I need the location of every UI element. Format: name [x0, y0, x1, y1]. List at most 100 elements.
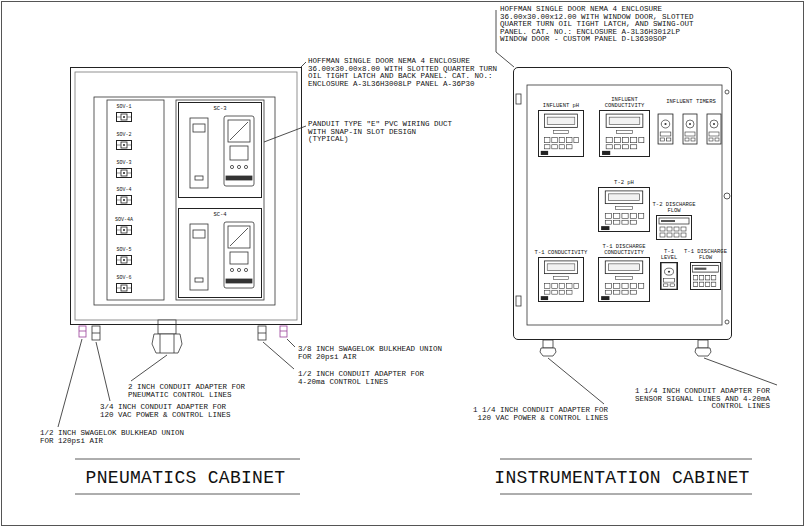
latch — [725, 90, 729, 94]
leader-line — [96, 342, 110, 401]
sc-3-devices — [190, 116, 254, 188]
meter-face — [601, 191, 644, 230]
instrument-tag: T-1 DISCHARGE CONDUCTIVITY — [595, 244, 653, 256]
instrument-meter: INFLUENT CONDUCTIVITY — [599, 110, 650, 157]
solenoid-symbol — [117, 257, 131, 263]
flow-face — [693, 265, 719, 286]
callout-text: 1/2 INCH SWAGELOK BULKHEAD UNION FOR 120… — [40, 430, 190, 445]
wiring-duct — [107, 100, 164, 300]
solenoid-valve: SOV-3 — [116, 168, 132, 178]
callout-text: PANDUIT TYPE "E" PVC WIRING DUCT WITH SN… — [308, 121, 458, 144]
instrument-meter: T-1 DISCHARGE CONDUCTIVITY — [598, 257, 650, 302]
level-face — [661, 263, 677, 289]
solenoid-valve: SOV-5 — [116, 255, 132, 265]
conduit-adapter — [698, 340, 708, 348]
relay-base — [195, 176, 203, 180]
wiring-duct — [176, 100, 264, 300]
callout: PANDUIT TYPE "E" PVC WIRING DUCT WITH SN… — [308, 121, 458, 144]
fitting-detail — [92, 333, 100, 334]
instrument-tag: T-1 CONDUCTIVITY — [533, 250, 589, 256]
valve-tag: SOV-4 — [109, 188, 139, 194]
hinge — [516, 94, 521, 104]
callout: 1 1/4 INCH CONDUIT ADAPTER FOR 120 VAC P… — [470, 407, 608, 422]
instrument-meter: T-1 CONDUCTIVITY — [538, 257, 584, 302]
callout-text: HOFFMAN SINGLE DOOR NEMA 4 ENCLOSURE 36.… — [308, 58, 504, 88]
instrument-tag: T-1 LEVEL — [656, 249, 682, 261]
controller-face — [228, 120, 250, 142]
solenoid-valve-symbols — [117, 114, 131, 291]
door-inner-edge — [75, 72, 297, 320]
fitting-detail — [160, 334, 161, 353]
valve-tag: SOV-2 — [109, 133, 139, 139]
speed-controller-devices — [190, 116, 254, 290]
callout: 3/8 INCH SWAGELOK BULKHEAD UNION FOR 20p… — [298, 346, 446, 361]
leader-line — [131, 355, 167, 381]
instrument-meter: T-2 DISCHARGE FLOW — [656, 215, 692, 240]
leader-line — [264, 126, 306, 142]
solenoid-symbol — [117, 285, 131, 291]
title-rule — [75, 494, 300, 495]
solenoid-symbol — [117, 227, 131, 233]
conduit-adapter — [158, 320, 176, 334]
controller-bar — [226, 176, 252, 180]
solenoid-symbol — [117, 170, 131, 176]
terminal — [244, 268, 247, 271]
relay-base — [195, 278, 203, 282]
callout: HOFFMAN SINGLE DOOR NEMA 4 ENCLOSURE 36.… — [500, 6, 696, 44]
solenoid-symbol — [117, 197, 131, 203]
valve-tag: SOV-3 — [109, 161, 139, 167]
relay-window — [193, 124, 205, 132]
instrumentation-fittings — [540, 340, 711, 356]
solenoid-symbol — [117, 114, 131, 120]
title-rule — [500, 494, 752, 495]
solenoid-valve: SOV-4 — [116, 195, 132, 205]
timer-face — [683, 114, 697, 144]
controller — [224, 222, 254, 288]
leader-line — [263, 342, 294, 369]
solenoid-symbol — [117, 142, 131, 148]
fitting-detail — [79, 331, 86, 332]
terminal — [230, 268, 233, 271]
meter-face — [601, 261, 644, 300]
fitting-detail — [174, 334, 175, 353]
valve-tag: SOV-5 — [109, 248, 139, 254]
relay-window — [193, 230, 205, 238]
terminal — [244, 165, 247, 168]
solenoid-valve: SOV-1 — [116, 112, 132, 122]
leader-line — [548, 358, 604, 404]
callout-text: 1/2 INCH CONDUIT ADAPTER FOR 4-20ma CONT… — [298, 371, 428, 386]
solenoid-valve: SOV-4A — [116, 225, 132, 235]
terminal — [237, 268, 240, 271]
controller-bar — [226, 279, 252, 283]
meter-face — [602, 114, 644, 155]
callout-text: 3/4 INCH CONDUIT ADAPTER FOR 120 VAC POW… — [100, 404, 240, 419]
controller-detail — [230, 122, 248, 140]
callout-text: INFLUENT TIMERS — [660, 99, 722, 105]
callout: 3/4 INCH CONDUIT ADAPTER FOR 120 VAC POW… — [100, 404, 240, 419]
meter-face — [541, 114, 579, 155]
terminal — [230, 165, 233, 168]
callout: 1/2 INCH SWAGELOK BULKHEAD UNION FOR 120… — [40, 430, 190, 445]
callout-text: HOFFMAN SINGLE DOOR NEMA 4 ENCLOSURE 36.… — [500, 6, 696, 44]
fitting-detail — [258, 333, 266, 334]
instrument-meter: T-1 DISCHARGE FLOW — [690, 262, 721, 290]
bulkhead-union — [280, 326, 287, 337]
callout: HOFFMAN SINGLE DOOR NEMA 4 ENCLOSURE 36.… — [308, 58, 504, 88]
instrument-meter: T-2 pH — [598, 187, 650, 232]
relay — [190, 224, 208, 290]
speed-controller-panel: SC-3 — [178, 102, 262, 198]
swing-out-panel — [527, 85, 722, 325]
conduit-adapter-nut — [152, 334, 182, 353]
callout-text: 1 1/4 INCH CONDUIT ADAPTER FOR 120 VAC P… — [470, 407, 608, 422]
relay — [190, 118, 208, 188]
timer-face — [707, 114, 721, 144]
callout: 2 INCH CONDUIT ADAPTER FOR PNEUMATIC CON… — [128, 384, 278, 399]
conduit-adapter-nut — [540, 348, 556, 356]
cabinet-title: INSTRUMENTATION CABINET — [487, 469, 757, 487]
callout-text: 3/8 INCH SWAGELOK BULKHEAD UNION FOR 20p… — [298, 346, 446, 361]
valve-tag: SOV-6 — [109, 276, 139, 282]
controller-block — [230, 146, 248, 160]
sc-4-devices — [190, 222, 254, 290]
